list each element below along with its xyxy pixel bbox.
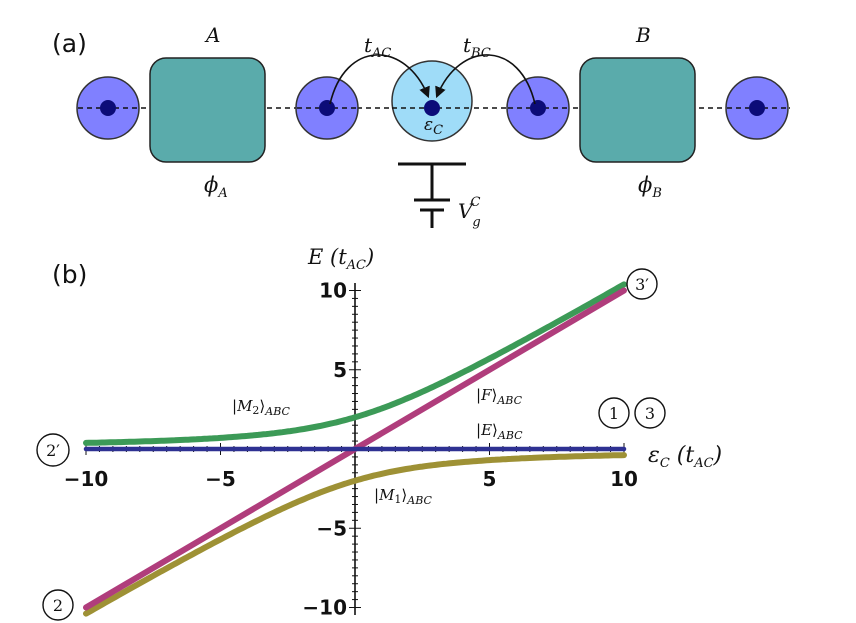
y-tick-label: −5 (316, 516, 347, 540)
x-tick-label: −5 (205, 467, 236, 491)
x-tick-label: −10 (64, 467, 109, 491)
marker-3-prime: 3′ (626, 268, 658, 300)
annotation-f: |F⟩ABC (476, 386, 523, 407)
hopping-arrow-bc (435, 54, 536, 105)
svg-text:1: 1 (609, 404, 619, 423)
phase-label-b: ϕB (638, 173, 662, 201)
svg-text:3′: 3′ (635, 275, 649, 294)
quantum-dot-a (149, 57, 266, 163)
svg-text:3: 3 (645, 404, 655, 423)
marker-2-prime: 2′ (36, 433, 70, 467)
y-tick-label: 10 (319, 279, 347, 303)
hopping-label-bc: tBC (463, 33, 491, 61)
site-left-outer (76, 76, 140, 140)
y-axis-title: E (tAC) (307, 245, 374, 273)
annotation-m2: |M2⟩ABC (232, 397, 291, 418)
series-line-m1 (83, 452, 627, 617)
phase-label-a: ϕA (204, 173, 228, 201)
dot-a-label: A (204, 23, 220, 47)
dot-b-label: B (635, 23, 651, 47)
site-right-inner (506, 76, 570, 140)
svg-text:2: 2 (53, 596, 63, 615)
series-line-m2 (83, 281, 627, 446)
annotation-m1: |M1⟩ABC (374, 486, 433, 507)
y-tick-label: −10 (302, 596, 347, 620)
site-left-inner (295, 76, 359, 140)
quantum-dot-b (579, 57, 696, 163)
hopping-arrow-ac (329, 54, 430, 105)
annotation-e: |E⟩ABC (476, 421, 523, 442)
tick-labels: −10 −5 5 10 10 5 −5 −10 (64, 279, 638, 620)
y-tick-label: 5 (333, 358, 347, 382)
x-tick-label: 5 (483, 467, 497, 491)
svg-text:2′: 2′ (46, 441, 60, 460)
panel-b-label: (b) (52, 260, 87, 289)
marker-3: 3 (634, 397, 666, 429)
marker-1: 1 (598, 397, 630, 429)
hopping-label-ac: tAC (364, 33, 391, 61)
series-layer (83, 281, 627, 617)
center-energy-label: εC (424, 115, 443, 138)
panel-a-label: (a) (52, 29, 87, 58)
marker-2: 2 (42, 589, 74, 621)
site-center (391, 60, 473, 142)
site-right-outer (725, 76, 789, 140)
x-axis-title: εC (tAC) (648, 443, 722, 471)
gate-voltage-symbol (398, 162, 466, 228)
x-tick-label: 10 (610, 467, 638, 491)
